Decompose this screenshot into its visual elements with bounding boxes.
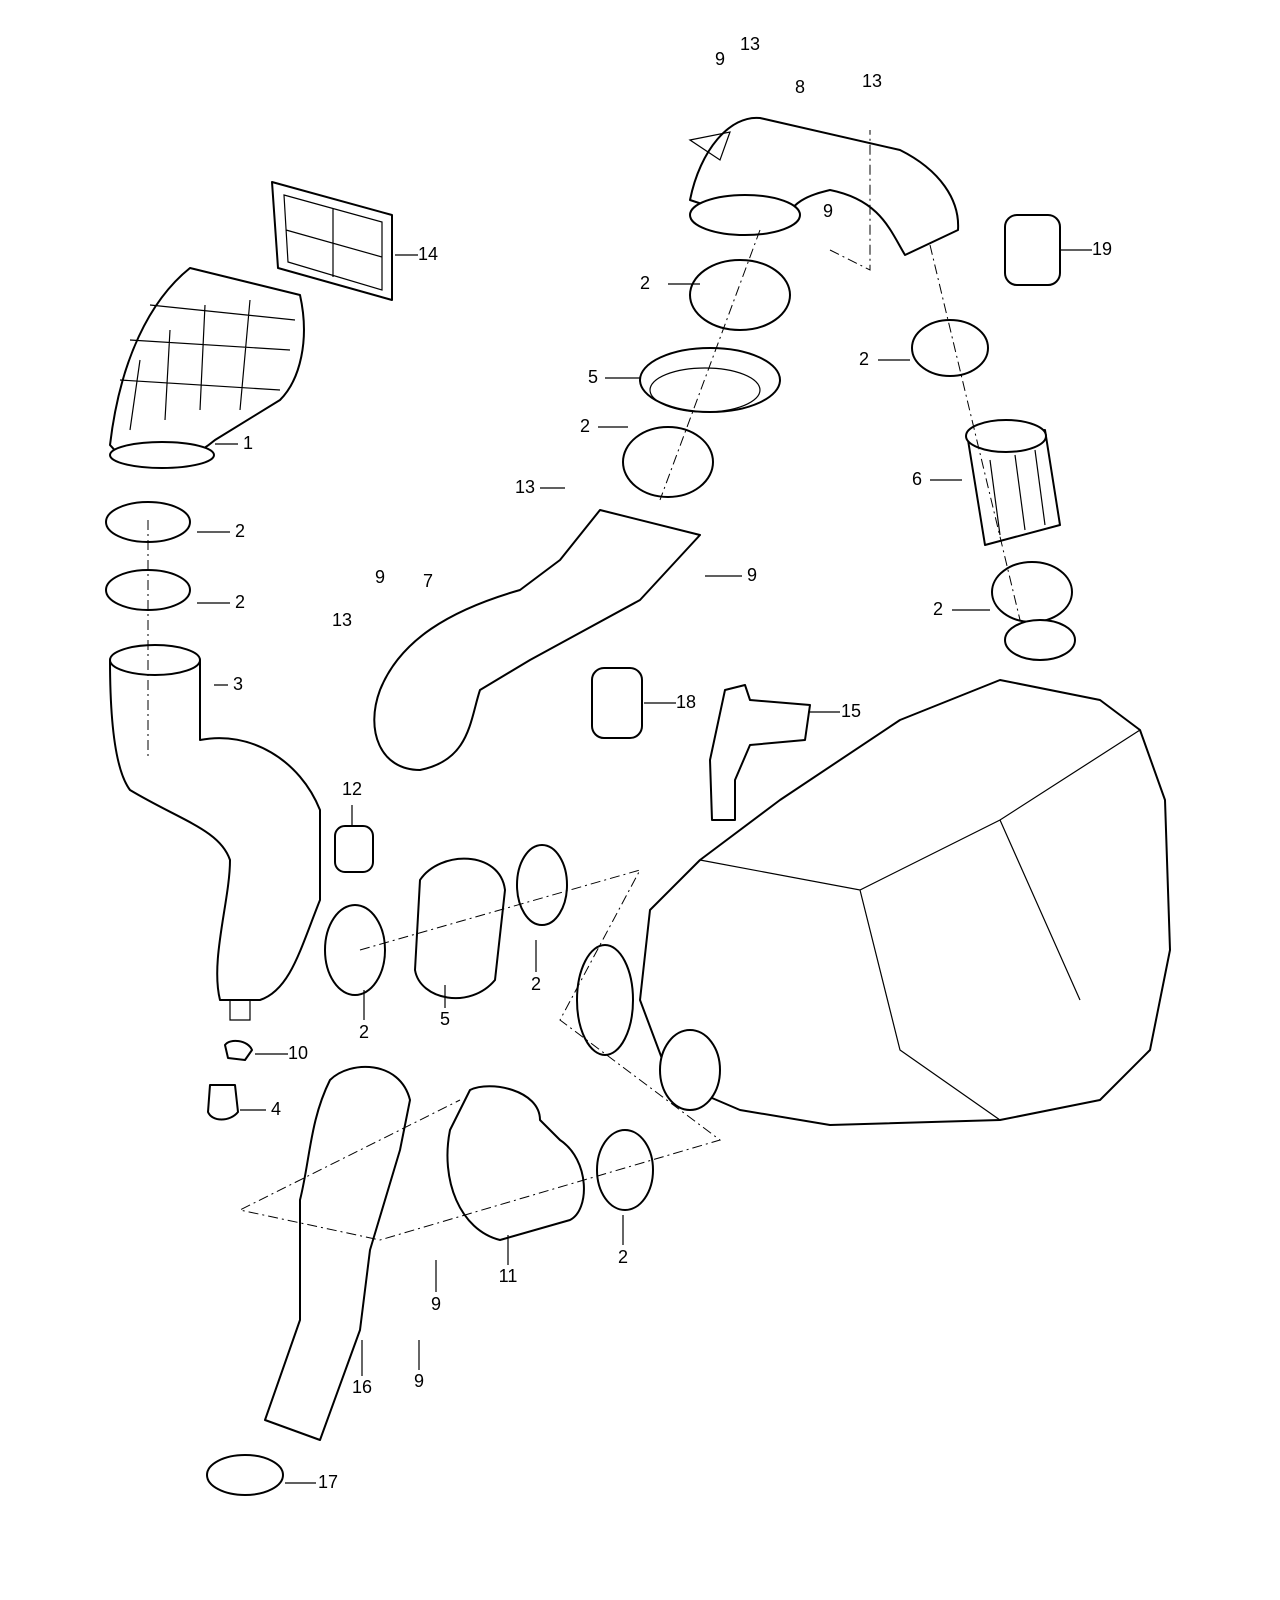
callout: 3 bbox=[233, 674, 243, 694]
callout: 5 bbox=[440, 1009, 450, 1029]
air-cleaner-housing bbox=[576, 619, 1171, 1126]
part-12-gasket bbox=[334, 825, 374, 873]
callout: 2 bbox=[235, 592, 245, 612]
callout: 19 bbox=[1092, 239, 1112, 259]
part-10-clip bbox=[224, 1039, 253, 1061]
callout: 2 bbox=[531, 974, 541, 994]
callout: 10 bbox=[288, 1043, 308, 1063]
callout: 2 bbox=[618, 1247, 628, 1267]
callout: 13 bbox=[740, 34, 760, 54]
callout: 9 bbox=[747, 565, 757, 585]
leader-lines bbox=[197, 249, 1092, 1484]
callout: 4 bbox=[271, 1099, 281, 1119]
callout: 12 bbox=[342, 779, 362, 799]
callout: 16 bbox=[352, 1377, 372, 1397]
callout: 9 bbox=[431, 1294, 441, 1314]
part-16-pipe bbox=[264, 1066, 411, 1441]
callout: 14 bbox=[418, 244, 438, 264]
part-6-tube bbox=[965, 419, 1061, 546]
callout: 18 bbox=[676, 692, 696, 712]
part-11-elbow bbox=[446, 1085, 585, 1241]
callout-labels: 9 13 8 13 14 19 9 2 2 5 2 1 6 13 2 9 2 9… bbox=[233, 34, 1112, 1492]
callout: 13 bbox=[515, 477, 535, 497]
callout: 2 bbox=[859, 349, 869, 369]
callout: 2 bbox=[235, 521, 245, 541]
callout: 8 bbox=[795, 77, 805, 97]
callout: 2 bbox=[640, 273, 650, 293]
callout: 15 bbox=[841, 701, 861, 721]
part-5-bellows bbox=[414, 347, 781, 999]
part-15-bracket bbox=[709, 684, 811, 821]
part-19-gasket bbox=[1004, 214, 1061, 286]
part-14-filter-frame bbox=[271, 181, 393, 301]
part-7-duct bbox=[373, 509, 701, 771]
callout: 13 bbox=[332, 610, 352, 630]
part-18-gasket bbox=[591, 667, 643, 739]
callout: 9 bbox=[715, 49, 725, 69]
part-4-cap bbox=[207, 1084, 239, 1121]
callout: 1 bbox=[243, 433, 253, 453]
part-1-intake-elbow bbox=[109, 267, 305, 469]
centerlines bbox=[147, 130, 1021, 1241]
callout: 9 bbox=[414, 1371, 424, 1391]
part-3-hose bbox=[109, 644, 321, 1021]
callout: 17 bbox=[318, 1472, 338, 1492]
callout: 9 bbox=[375, 567, 385, 587]
callout: 13 bbox=[862, 71, 882, 91]
callout: 2 bbox=[580, 416, 590, 436]
callout: 7 bbox=[423, 571, 433, 591]
part-8-upper-duct bbox=[688, 116, 960, 256]
callout: 2 bbox=[359, 1022, 369, 1042]
hose-clamps bbox=[105, 259, 1073, 1496]
callout: 6 bbox=[912, 469, 922, 489]
callout: 11 bbox=[499, 1266, 518, 1286]
callout: 5 bbox=[588, 367, 598, 387]
callout: 9 bbox=[823, 201, 833, 221]
callout: 2 bbox=[933, 599, 943, 619]
